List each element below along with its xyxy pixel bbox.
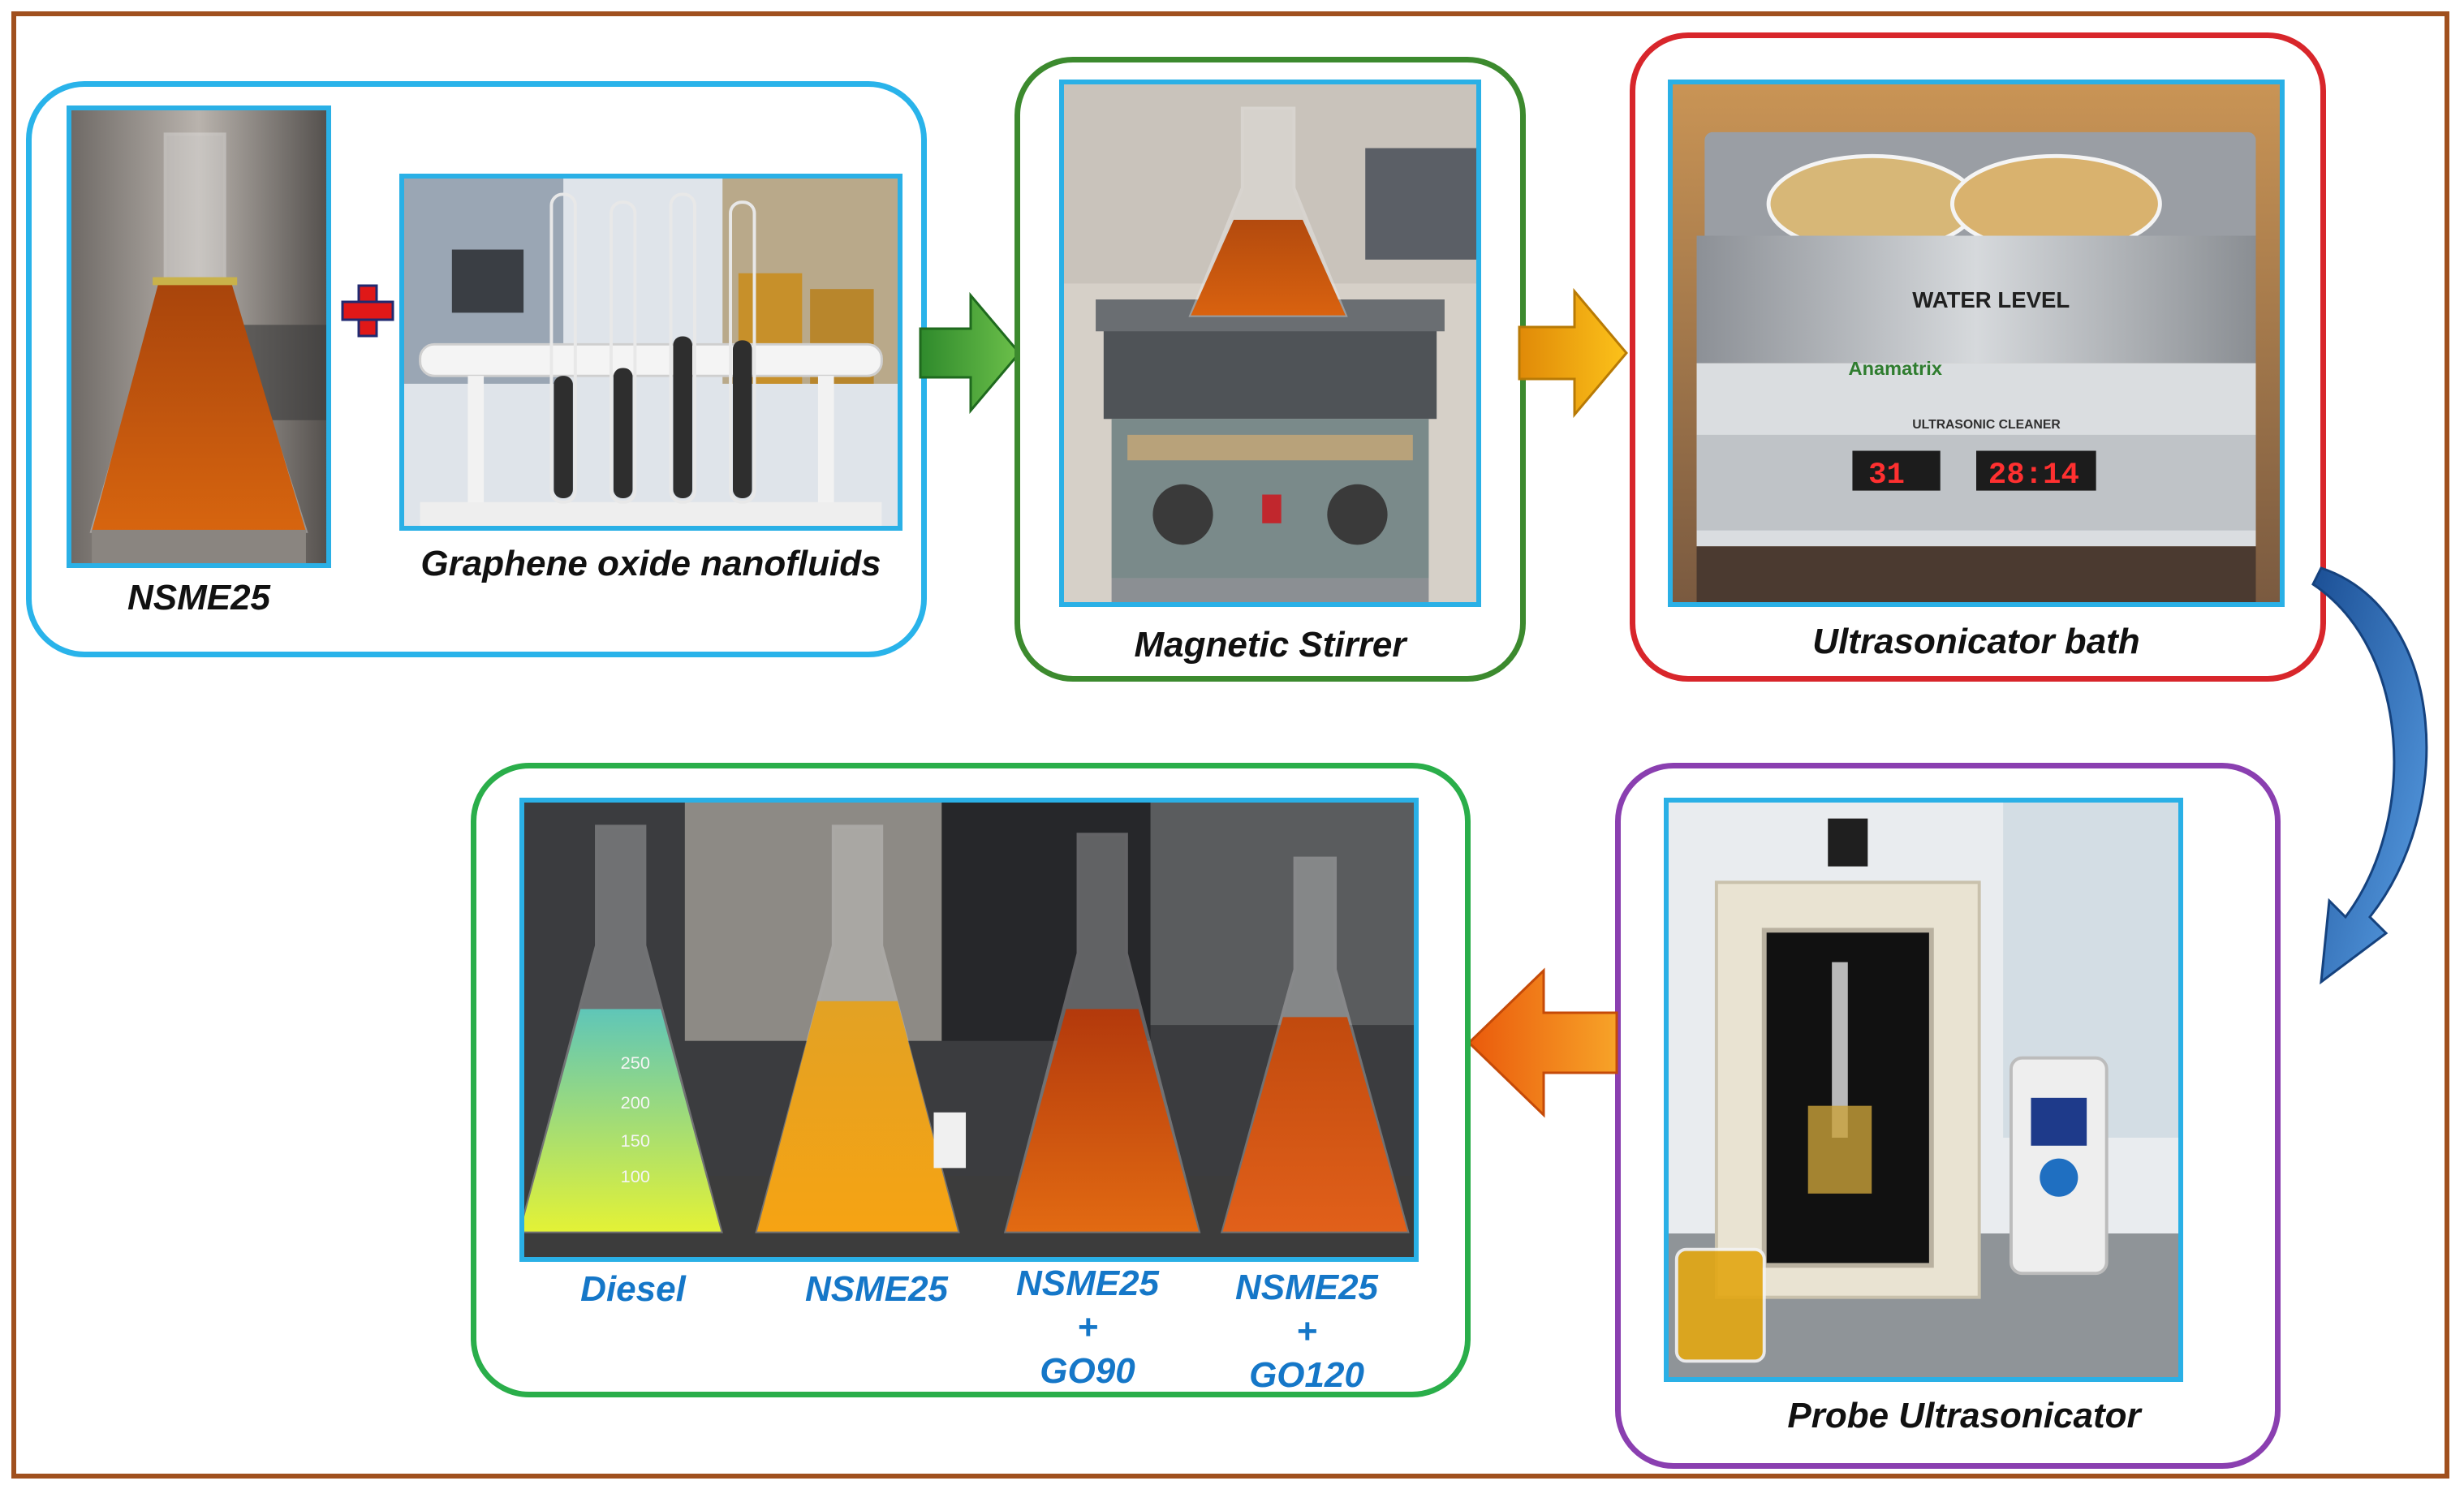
label-ultrasonicator-bath: Ultrasonicator bath <box>1812 622 2140 661</box>
label-graphene-oxide-nanofluids: Graphene oxide nanofluids <box>420 544 881 583</box>
text-flask-mark-200: 200 <box>621 1092 650 1113</box>
text-ultrasonic-cleaner: ULTRASONIC CLEANER <box>1912 418 2061 432</box>
label-probe-ultrasonicator: Probe Ultrasonicator <box>1787 1396 2141 1436</box>
photo-probe-ultrasonicator <box>1664 798 2183 1382</box>
flow-arrow-icon <box>1518 288 1628 418</box>
photo-magnetic-stirrer <box>1059 80 1481 607</box>
photo-ultrasonic-bath: WATER LEVEL Anamatrix ULTRASONIC CLEANER… <box>1668 80 2285 607</box>
sample-label-nsme25-go90: NSME25 + GO90 <box>1015 1263 1160 1391</box>
label-nsme25: NSME25 <box>127 578 271 618</box>
flow-arrow-icon <box>1467 967 1618 1118</box>
text-water-level: WATER LEVEL <box>1912 287 2070 312</box>
sample-label-nsme25: NSME25 <box>804 1269 949 1309</box>
label-magnetic-stirrer: Magnetic Stirrer <box>1134 625 1406 665</box>
text-display-left: 31 <box>1868 458 1905 493</box>
text-flask-mark-250: 250 <box>621 1052 650 1073</box>
plus-icon <box>341 284 394 338</box>
figure-frame <box>11 11 2449 1479</box>
photo-nsme25-flask <box>67 105 331 568</box>
text-flask-mark-150: 150 <box>621 1130 650 1151</box>
photo-graphene-oxide-tubes <box>399 174 902 531</box>
text-display-right: 28:14 <box>1988 458 2079 493</box>
photo-fuel-samples: 250 200 150 100 <box>519 798 1419 1262</box>
sample-label-nsme25-go120: NSME25 + GO120 <box>1234 1268 1379 1395</box>
sample-label-diesel: Diesel <box>580 1269 686 1309</box>
flow-arrow-icon <box>2311 566 2428 985</box>
flow-arrow-icon <box>919 292 1021 414</box>
text-flask-mark-100: 100 <box>621 1166 650 1186</box>
text-brand: Anamatrix <box>1849 358 1942 379</box>
